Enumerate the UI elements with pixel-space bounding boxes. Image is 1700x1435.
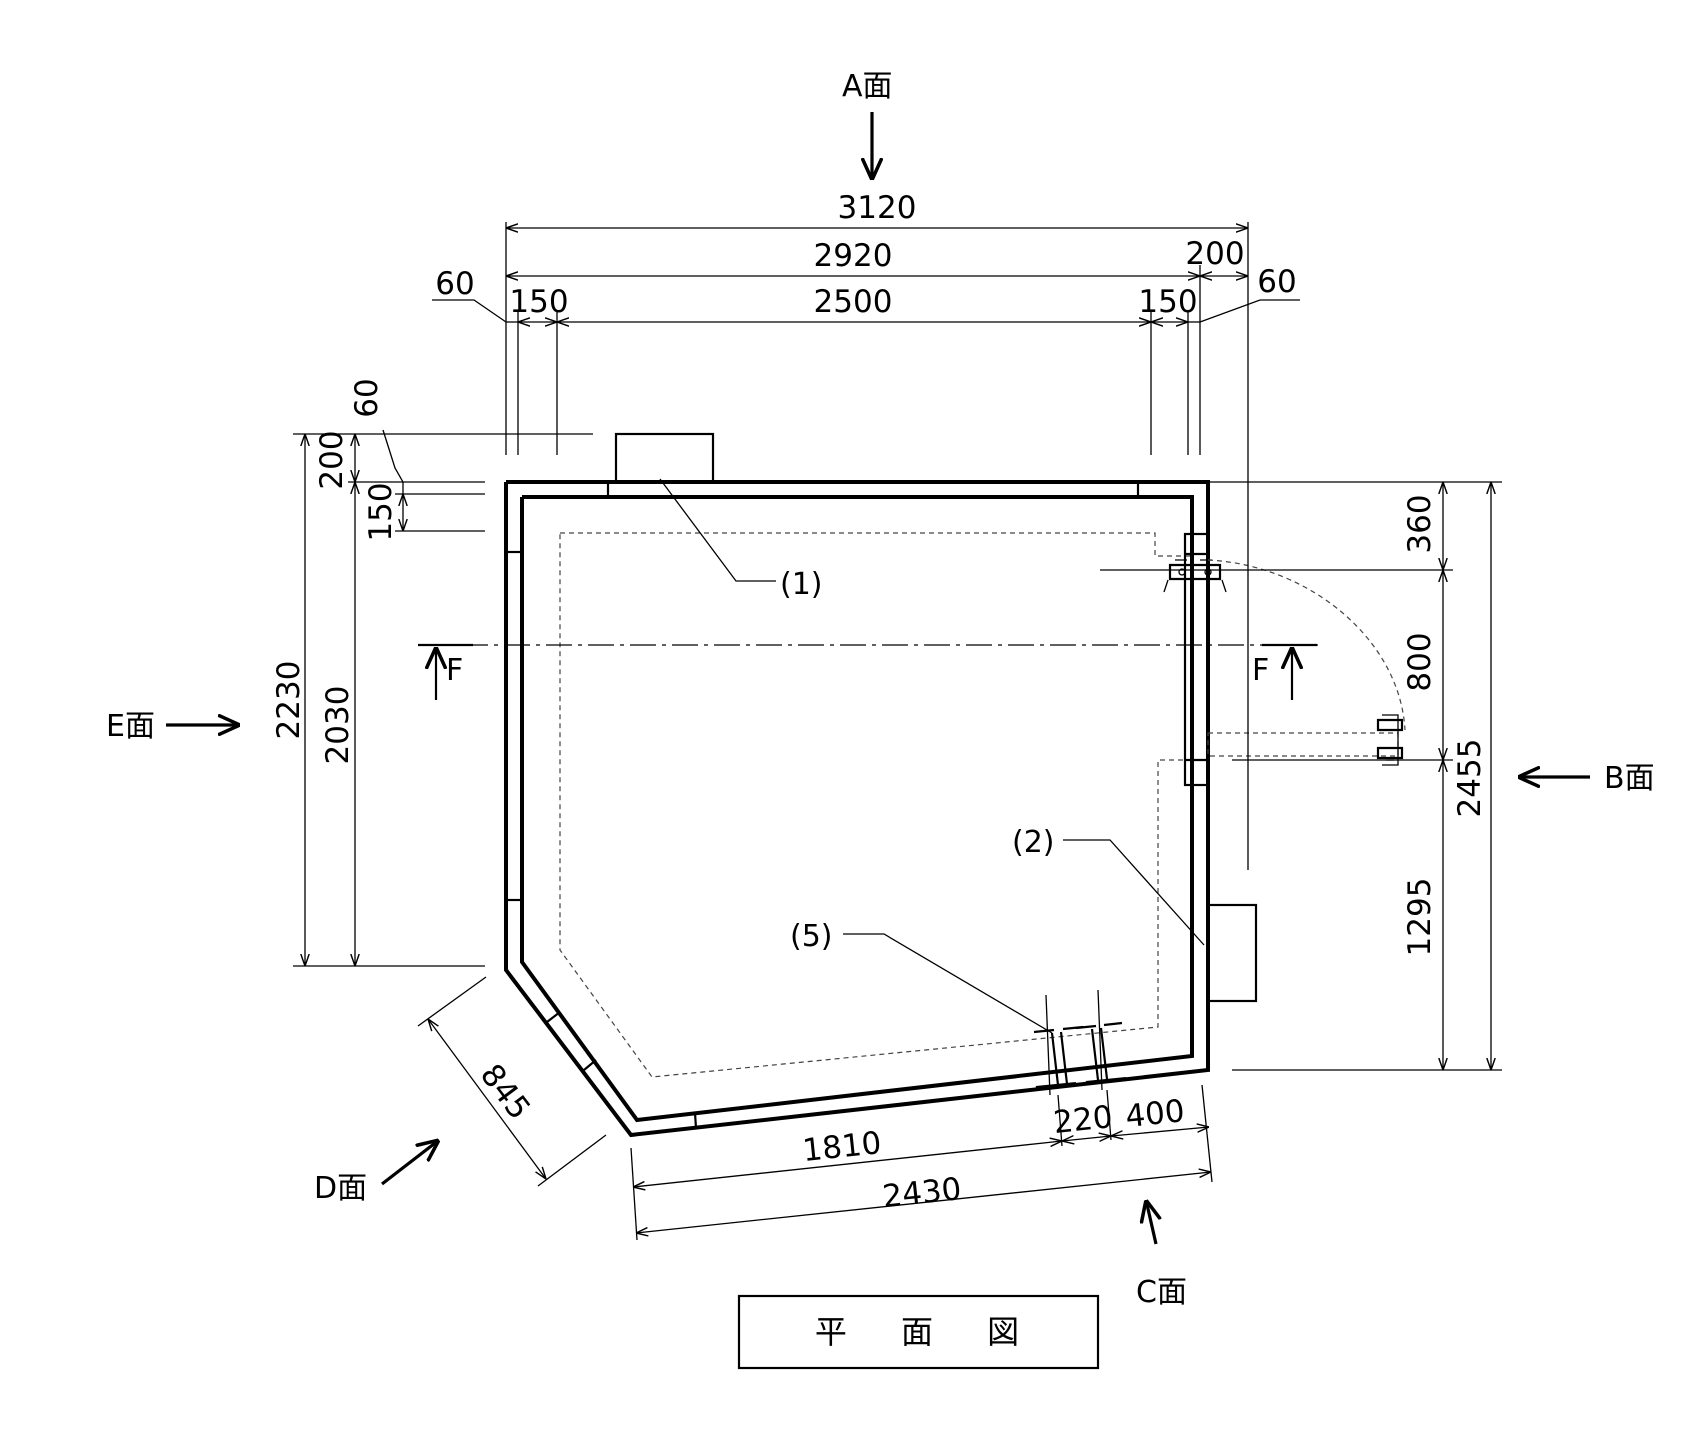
view-label-c: C面: [1136, 1275, 1187, 1310]
dim-400: 400: [1124, 1093, 1187, 1135]
view-label-b: B面: [1604, 761, 1655, 796]
dim-60-top-right: 60: [1257, 264, 1296, 300]
view-arrow-c: [1146, 1200, 1156, 1245]
dim-2920: 2920: [814, 238, 893, 274]
callout-5: (5): [790, 919, 833, 954]
section-label-left: F: [446, 653, 463, 688]
wall-joints: [506, 482, 1140, 1129]
dim-3120: 3120: [838, 190, 917, 226]
view-label-a: A面: [842, 69, 893, 104]
dim-150-top-left: 150: [509, 284, 568, 320]
dim-150-left: 150: [363, 482, 399, 541]
top-box: [614, 432, 715, 484]
section-label-right: F: [1252, 653, 1269, 688]
right-dimension-lines: [1100, 481, 1502, 1071]
drawing-title: 平 面 図: [815, 1313, 1041, 1351]
bottom-dimension-lines: [630, 1084, 1213, 1241]
dim-2455: 2455: [1452, 739, 1488, 818]
view-label-d: D面: [314, 1171, 367, 1206]
section-line: [418, 643, 1318, 700]
interior-dashed-outline: [560, 532, 1192, 557]
callout-2: (2): [1012, 825, 1055, 860]
dim-1295: 1295: [1402, 878, 1438, 957]
callout-1: (1): [780, 567, 823, 602]
view-arrow-d: [381, 1140, 439, 1186]
view-label-e: E面: [106, 709, 155, 744]
dim-2430: 2430: [881, 1171, 963, 1215]
dim-200-top: 200: [1185, 236, 1244, 272]
callout-leaders: [659, 478, 1205, 1034]
top-dimension-lines: [432, 222, 1300, 870]
dim-1810: 1810: [801, 1125, 883, 1169]
dim-800: 800: [1402, 632, 1438, 691]
dim-60-top-left: 60: [435, 266, 474, 302]
inner-wall: [520, 495, 1194, 1123]
door: [1163, 532, 1406, 787]
dim-150-top-right: 150: [1138, 284, 1197, 320]
dim-2500: 2500: [814, 284, 893, 320]
dim-845: 845: [473, 1058, 537, 1127]
fittings: [1033, 989, 1127, 1096]
dim-60-left: 60: [349, 378, 385, 417]
dim-200-left: 200: [314, 430, 350, 489]
outer-wall: [504, 480, 1210, 1138]
interior-dashed-outline-lower: [559, 533, 1192, 1078]
left-dimension-lines: [293, 429, 593, 967]
dim-2030: 2030: [320, 686, 356, 765]
right-box: [1206, 903, 1258, 1003]
diagonal-dimension-lines: [417, 976, 607, 1187]
dim-360: 360: [1402, 494, 1438, 553]
dim-2230: 2230: [271, 661, 307, 740]
title-box: [737, 1294, 1100, 1370]
dim-220: 220: [1052, 1099, 1115, 1141]
